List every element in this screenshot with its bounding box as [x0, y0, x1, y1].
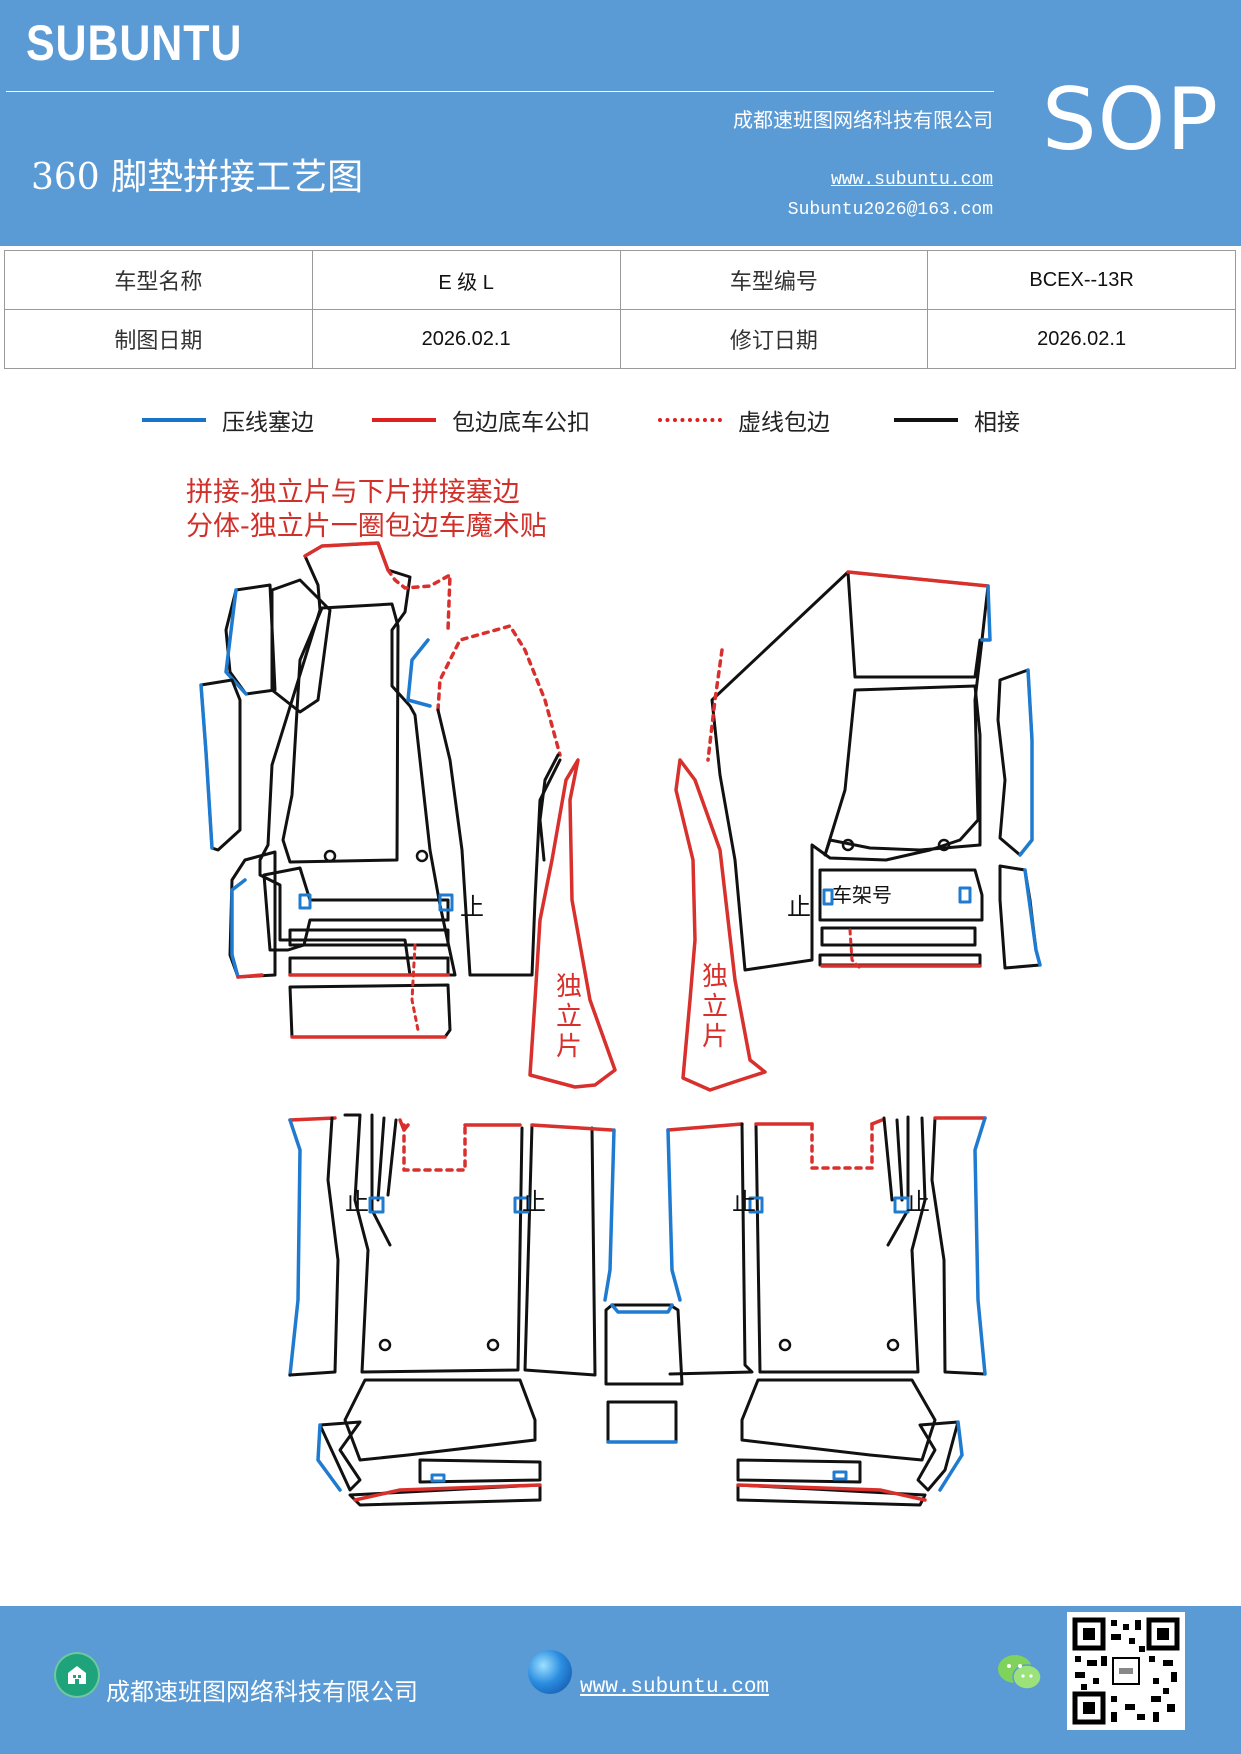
qr-code: [1067, 1612, 1185, 1730]
floor-mat-diagram: 止 止 止 止 止 止 车架号 独 立 片 独 立 片: [199, 541, 1042, 1507]
label-model-name: 车型名称: [4, 250, 313, 310]
stop-mark: 止: [906, 1188, 930, 1216]
document-title: 360 脚垫拼接工艺图: [31, 157, 364, 198]
brand-logo: SUBUNTU: [26, 15, 243, 71]
legend-label: 压线塞边: [222, 410, 314, 436]
label-draw-date: 制图日期: [4, 309, 313, 369]
frame-number-label: 车架号: [832, 883, 892, 907]
note-line-2: 分体-独立片一圈包边车魔术贴: [186, 511, 547, 542]
header-divider: [6, 91, 994, 92]
legend-label: 包边底车公扣: [452, 410, 590, 436]
independent-piece-char: 独: [556, 972, 582, 1002]
stop-mark: 止: [732, 1188, 756, 1216]
independent-piece-char: 片: [556, 1032, 582, 1062]
footer-company: 成都速班图网络科技有限公司: [106, 1678, 418, 1706]
mat-rear-center: [604, 1303, 684, 1444]
footer-website-link[interactable]: www.subuntu.com: [580, 1676, 770, 1699]
stop-mark: 止: [460, 893, 484, 921]
legend-swatch-red-dotted: [658, 418, 722, 422]
legend-label: 相接: [974, 410, 1020, 436]
value-draw-date: 2026.02.1: [311, 309, 621, 369]
legend-swatch-red: [372, 418, 436, 422]
stop-mark: 止: [345, 1188, 369, 1216]
legend-item: 压线塞边: [142, 402, 314, 438]
legend-item: 虚线包边: [658, 402, 830, 438]
header-banner: [0, 0, 1241, 246]
table-row: 制图日期 2026.02.1 修订日期 2026.02.1: [4, 309, 1236, 369]
value-revise-date: 2026.02.1: [927, 309, 1236, 369]
stop-mark: 止: [787, 893, 811, 921]
globe-icon: [528, 1650, 572, 1694]
mat-front-right: [706, 570, 1042, 972]
stop-mark: 止: [522, 1188, 546, 1216]
independent-piece-char: 立: [556, 1002, 582, 1032]
independent-piece-char: 立: [702, 992, 728, 1022]
mat-front-left: [199, 541, 457, 1039]
note-line-1: 拼接-独立片与下片拼接塞边: [186, 477, 520, 508]
header-website-link[interactable]: www.subuntu.com: [830, 170, 993, 190]
legend-swatch-black: [894, 418, 958, 422]
header-company: 成都速班图网络科技有限公司: [733, 108, 993, 132]
line-legend: 压线塞边 包边底车公扣 虚线包边 相接: [0, 402, 1241, 442]
value-model-name: E 级 L: [311, 250, 621, 310]
header-email: Subuntu2026@163.com: [787, 200, 993, 220]
company-home-icon: [54, 1652, 100, 1698]
mat-rear-left: [288, 1113, 616, 1507]
info-table: 车型名称 E 级 L 车型编号 BCEX--13R 制图日期 2026.02.1…: [4, 250, 1236, 369]
legend-item: 包边底车公扣: [372, 402, 590, 438]
label-model-code: 车型编号: [619, 250, 929, 310]
independent-piece-char: 片: [702, 1022, 728, 1052]
label-revise-date: 修订日期: [619, 309, 929, 369]
table-row: 车型名称 E 级 L 车型编号 BCEX--13R: [4, 250, 1236, 310]
legend-label: 虚线包边: [738, 410, 830, 436]
mat-independent-piece-left: [528, 753, 617, 1089]
independent-piece-char: 独: [702, 962, 728, 992]
mat-independent-piece-right: [674, 758, 767, 1092]
legend-swatch-blue: [142, 418, 206, 422]
legend-item: 相接: [894, 402, 1020, 438]
value-model-code: BCEX--13R: [927, 250, 1236, 310]
mat-rear-right: [666, 1115, 987, 1507]
wechat-icon: [998, 1655, 1042, 1690]
sop-badge: SOP: [1042, 70, 1220, 170]
